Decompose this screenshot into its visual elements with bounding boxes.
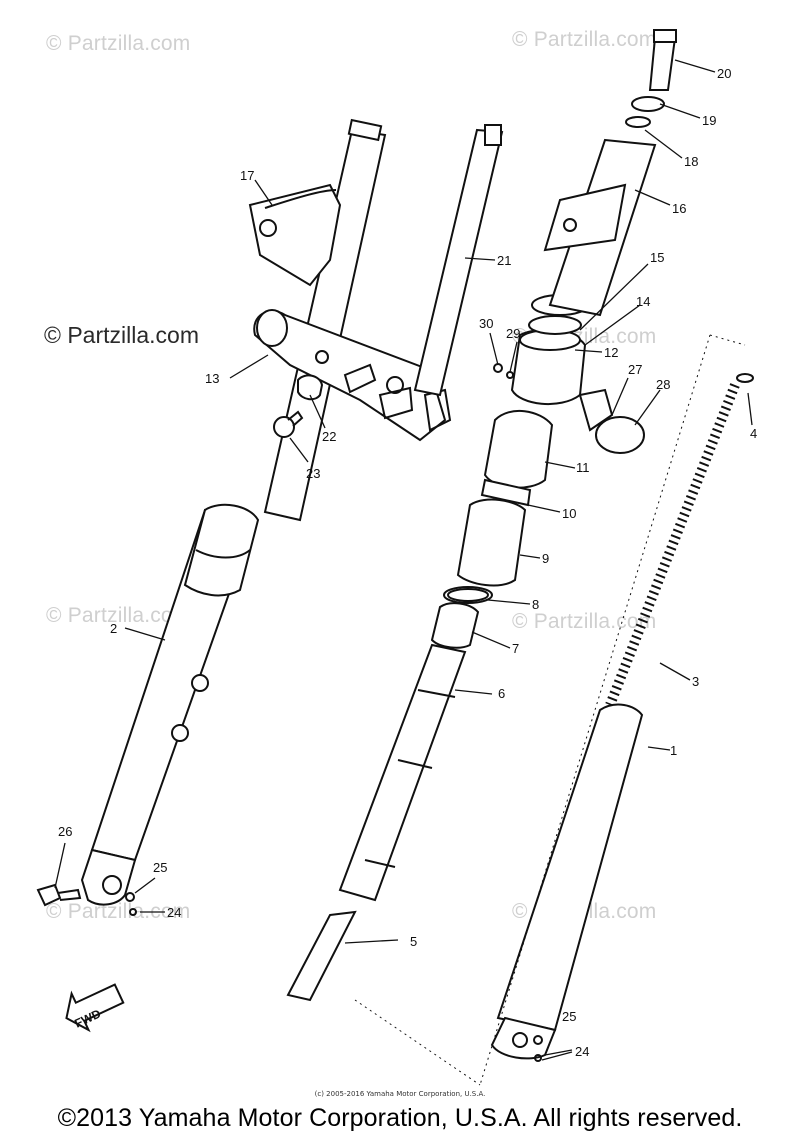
under-bracket-and-steering-stem [253, 124, 504, 442]
callout-1: 1 [670, 743, 677, 758]
callout-14: 14 [636, 294, 650, 309]
left-fork-assembly [36, 118, 387, 916]
callout-24-right: 24 [575, 1044, 589, 1059]
callout-26: 26 [58, 824, 72, 839]
callout-18: 18 [684, 154, 698, 169]
callout-6: 6 [498, 686, 505, 701]
callout-16: 16 [672, 201, 686, 216]
watermark-top-left: © Partzilla.com [46, 32, 191, 55]
watermark-mid-left: © Partzilla.com [46, 604, 191, 627]
watermark-main: © Partzilla.com [44, 322, 199, 348]
callout-30: 30 [479, 316, 493, 331]
callout-20: 20 [717, 66, 731, 81]
callout-21: 21 [497, 253, 511, 268]
copyright-footer: ©2013 Yamaha Motor Corporation, U.S.A. A… [57, 1104, 743, 1132]
callout-28: 28 [656, 377, 670, 392]
callout-4: 4 [750, 426, 757, 441]
callout-3: 3 [692, 674, 699, 689]
callout-8: 8 [532, 597, 539, 612]
right-upper-tube [543, 29, 677, 317]
callout-24-left: 24 [167, 905, 181, 920]
callout-11: 11 [576, 460, 590, 475]
callout-2: 2 [110, 621, 117, 636]
watermark-bottom-left: © Partzilla.com [46, 900, 191, 923]
callout-5: 5 [410, 934, 417, 949]
callout-22: 22 [322, 429, 336, 444]
callout-29: 29 [506, 326, 520, 341]
center-parts-stack [286, 294, 645, 1002]
forward-arrow [65, 983, 125, 1033]
callout-15: 15 [650, 250, 664, 265]
callout-19: 19 [702, 113, 716, 128]
callout-27: 27 [628, 362, 642, 377]
callout-13: 13 [205, 371, 219, 386]
callout-9: 9 [542, 551, 549, 566]
watermark-mid-right-2: © Partzilla.com [512, 610, 657, 633]
callout-25-right: 25 [562, 1009, 576, 1024]
right-lower-fork [354, 334, 754, 1086]
callout-12: 12 [604, 345, 618, 360]
callout-17: 17 [240, 168, 254, 183]
callout-10: 10 [562, 506, 576, 521]
watermark-top-right: © Partzilla.com [512, 28, 657, 51]
callout-23: 23 [306, 466, 320, 481]
small-credit-line: (c) 2005-2016 Yamaha Motor Corporation, … [314, 1090, 486, 1098]
callout-7: 7 [512, 641, 519, 656]
callout-25-left: 25 [153, 860, 167, 875]
